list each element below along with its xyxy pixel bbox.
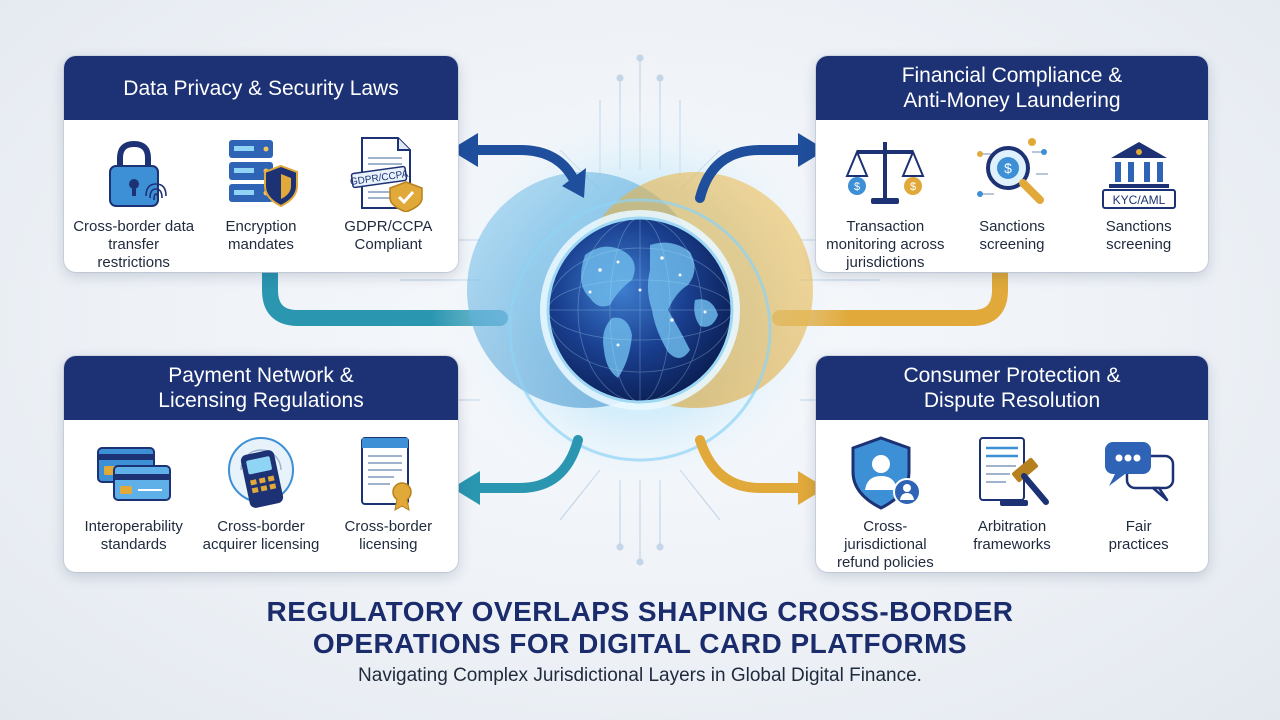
gdpr-document-icon: GDPR/CCPA bbox=[350, 137, 424, 212]
item-label: Cross-border data transfer restrictions bbox=[73, 218, 195, 271]
padlock-fingerprint-icon bbox=[108, 140, 167, 207]
globe-icon bbox=[540, 210, 740, 410]
license-certificate-icon bbox=[361, 437, 413, 511]
main-title-line-1: REGULATORY OVERLAPS SHAPING CROSS-BORDER bbox=[266, 596, 1014, 627]
pos-terminal-icon bbox=[227, 437, 294, 508]
gold-connector-right bbox=[772, 260, 1008, 326]
item-cross-border-data: Cross-border data transfer restrictions bbox=[70, 134, 197, 272]
data-privacy-card: Data Privacy & Security Laws Cross-borde… bbox=[64, 56, 458, 272]
financial-compliance-card-title: Financial Compliance & Anti-Money Launde… bbox=[816, 56, 1208, 120]
svg-text:$: $ bbox=[910, 181, 916, 193]
cards-icon bbox=[96, 447, 171, 501]
item-label: Interoperability standards bbox=[84, 518, 183, 553]
bank-kyc-icon: KYC/AML bbox=[1101, 142, 1176, 209]
item-kyc-aml: KYC/AML Sanctions screening bbox=[1075, 134, 1202, 272]
item-transaction-monitoring: $ $ Transaction monitoring across jurisd… bbox=[822, 134, 949, 272]
item-label: Fair practices bbox=[1108, 518, 1169, 553]
item-label: Sanctions screening bbox=[1105, 218, 1172, 253]
item-label: Cross-jurisdictional refund policies bbox=[836, 518, 934, 571]
item-label: Cross-border acquirer licensing bbox=[202, 518, 320, 553]
item-refund-policies: Cross-jurisdictional refund policies bbox=[822, 434, 949, 572]
item-label: Arbitration frameworks bbox=[973, 518, 1051, 553]
payment-network-card-title: Payment Network & Licensing Regulations bbox=[64, 356, 458, 420]
overlap-ring bbox=[508, 198, 772, 462]
arrow-top-right bbox=[695, 133, 826, 203]
item-sanctions-screening: $ Sanctions screening bbox=[949, 134, 1076, 272]
item-interoperability: Interoperability standards bbox=[70, 434, 197, 554]
kyc-aml-text: KYC/AML bbox=[1112, 193, 1165, 207]
financial-compliance-card: Financial Compliance & Anti-Money Launde… bbox=[816, 56, 1208, 272]
shield-user-icon bbox=[851, 436, 922, 510]
payment-network-card: Payment Network & Licensing Regulations … bbox=[64, 356, 458, 572]
arrow-bottom-right bbox=[695, 435, 826, 505]
double-arrow-top-left bbox=[450, 133, 586, 198]
item-acquirer-licensing: Cross-border acquirer licensing bbox=[197, 434, 324, 554]
item-label: Encryption mandates bbox=[225, 218, 297, 253]
item-label: Transaction monitoring across jurisdicti… bbox=[826, 218, 945, 271]
item-encryption-mandates: Encryption mandates bbox=[197, 134, 324, 272]
gavel-document-icon bbox=[979, 437, 1049, 506]
consumer-protection-card-title: Consumer Protection & Dispute Resolution bbox=[816, 356, 1208, 420]
svg-text:$: $ bbox=[1004, 160, 1012, 176]
item-label: Sanctions screening bbox=[979, 218, 1045, 253]
item-licensing: Cross-border licensing bbox=[325, 434, 452, 554]
svg-text:$: $ bbox=[854, 181, 860, 193]
item-arbitration: Arbitration frameworks bbox=[949, 434, 1076, 572]
arrow-bottom-left bbox=[452, 435, 583, 505]
item-fair-practices: Fair practices bbox=[1075, 434, 1202, 572]
item-label: Cross-border licensing bbox=[344, 518, 433, 553]
item-label: GDPR/CCPA Compliant bbox=[344, 218, 433, 253]
balance-scale-icon: $ $ bbox=[845, 142, 925, 204]
chat-bubbles-icon bbox=[1104, 442, 1174, 502]
magnifier-dollar-icon: $ bbox=[977, 138, 1048, 204]
subtitle: Navigating Complex Jurisdictional Layers… bbox=[358, 665, 922, 686]
main-title-line-2: OPERATIONS FOR DIGITAL CARD PLATFORMS bbox=[312, 628, 968, 659]
consumer-protection-card: Consumer Protection & Dispute Resolution… bbox=[816, 356, 1208, 572]
item-gdpr-ccpa: GDPR/CCPA GDPR/CCPA Compliant bbox=[325, 134, 452, 272]
footer-title-block: REGULATORY OVERLAPS SHAPING CROSS-BORDER… bbox=[0, 596, 1280, 687]
server-shield-icon bbox=[228, 140, 298, 208]
teal-connector-left bbox=[262, 260, 508, 326]
data-privacy-card-title: Data Privacy & Security Laws bbox=[64, 56, 458, 120]
